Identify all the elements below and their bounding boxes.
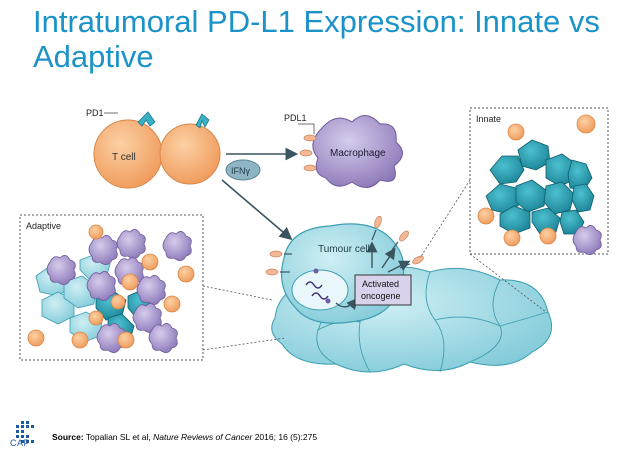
- innate-tumour-cluster: [485, 139, 595, 235]
- cap-logo-icon: [16, 421, 34, 443]
- slide-title: Intratumoral PD-L1 Expression: Innate vs…: [33, 4, 600, 74]
- innate-t-cells: [477, 114, 596, 247]
- innate-label: Innate: [476, 114, 501, 124]
- pd1-receptor: [137, 111, 210, 129]
- pd1-label: PD1: [86, 108, 104, 118]
- macrophage: [299, 115, 403, 188]
- innate-macrophage: [572, 225, 602, 255]
- activated-oncogene-label-1: Activated: [362, 279, 399, 289]
- adaptive-macrophages: [46, 229, 192, 353]
- source-citation: Source: Topalian SL et al, Nature Review…: [52, 432, 317, 442]
- ifn-gamma-bubble: [225, 159, 261, 181]
- source-journal: Nature Reviews of Cancer: [153, 432, 253, 442]
- pdl1-label: PDL1: [284, 113, 307, 123]
- macrophage-label: Macrophage: [330, 148, 386, 159]
- t-cell-label: T cell: [112, 152, 136, 163]
- activated-oncogene-box: [354, 274, 412, 306]
- ifn-gamma-label: IFNγ: [231, 166, 250, 176]
- t-cell-2: [159, 123, 221, 185]
- cap-logo-text: CAP: [10, 438, 31, 448]
- tumour-cell-label: Tumour cell: [318, 244, 370, 255]
- source-authors: Topalian SL et al,: [83, 432, 154, 442]
- source-label: Source:: [52, 432, 84, 442]
- adaptive-t-cells: [27, 224, 195, 349]
- source-details: 2016; 16 (5):275: [252, 432, 318, 442]
- activated-oncogene-label-2: oncogene: [361, 291, 401, 301]
- adaptive-label: Adaptive: [26, 221, 61, 231]
- arrow-to-tumour: [221, 179, 293, 241]
